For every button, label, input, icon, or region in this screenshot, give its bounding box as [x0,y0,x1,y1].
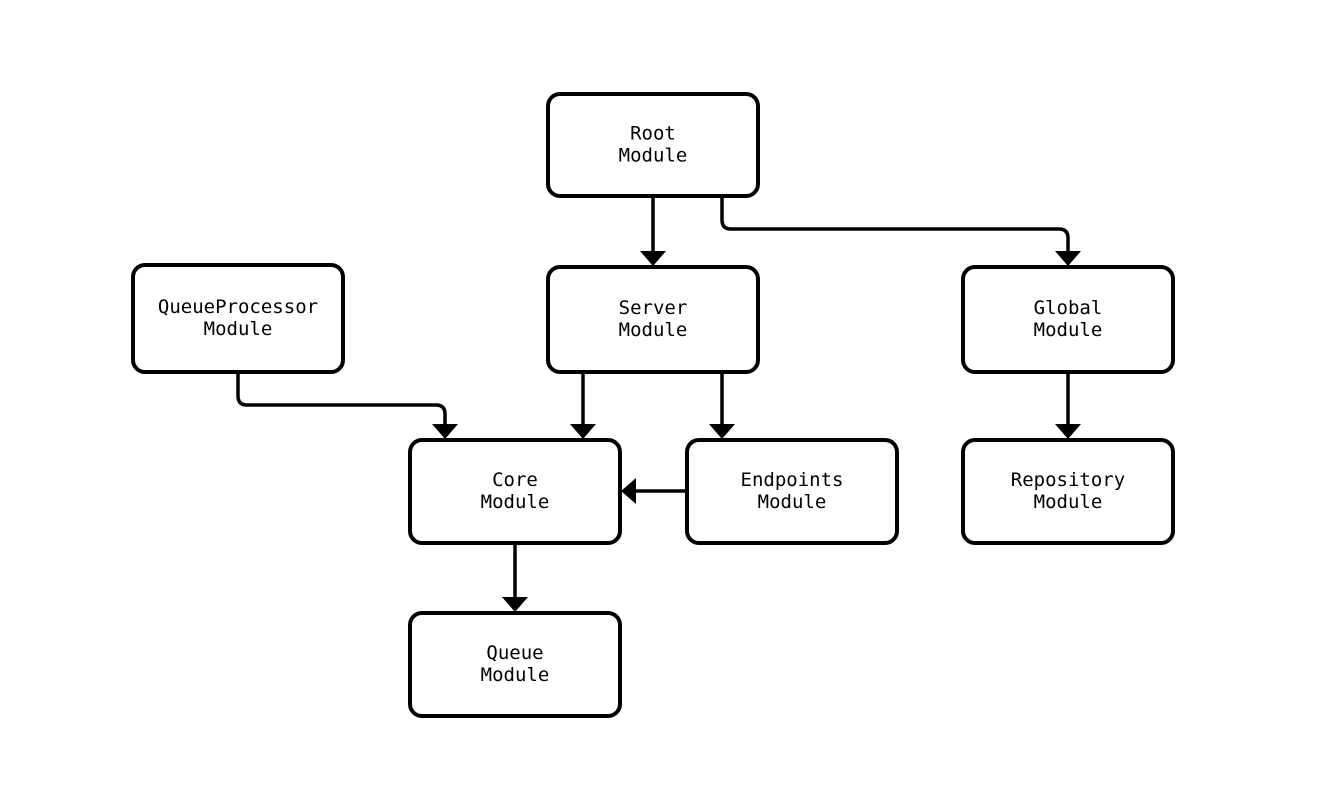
queue-module-node-sublabel: Module [481,664,550,686]
edge-global-to-repository [1055,372,1081,439]
core-module-node-label: Core [492,469,538,491]
queueprocessor-module-node-label: QueueProcessor [158,296,318,318]
server-module-node-box[interactable] [546,265,760,374]
core-module-node-box[interactable] [408,438,622,545]
edges-layer [236,196,1081,612]
queueprocessor-module-node-sublabel: Module [204,318,273,340]
server-module-node-sublabel: Module [619,319,688,341]
repository-module-node-label: Repository [1011,469,1125,491]
edge-core-to-queue-arrowhead-icon [502,597,528,612]
global-module-node-sublabel: Module [1034,319,1103,341]
queueprocessor-module-node-box[interactable] [131,263,345,374]
edge-server-to-core [570,372,596,439]
edge-global-to-repository-arrowhead-icon [1055,424,1081,439]
repository-module-node-sublabel: Module [1034,491,1103,513]
edge-queueprocessor-to-core-arrowhead-icon [432,424,458,439]
edge-queueprocessor-to-core-line [236,372,447,425]
edge-root-to-global-arrowhead-icon [1055,251,1081,266]
root-module-node-sublabel: Module [619,145,688,167]
edge-root-to-server-arrowhead-icon [640,251,666,266]
edge-root-to-global [720,196,1081,266]
edge-queueprocessor-to-core [236,372,458,439]
global-module-node-label: Global [1034,297,1103,319]
edge-endpoints-to-core [621,478,687,504]
edge-server-to-endpoints-arrowhead-icon [709,424,735,439]
edge-server-to-core-arrowhead-icon [570,424,596,439]
core-module-node-sublabel: Module [481,491,550,513]
repository-module-node-box[interactable] [961,438,1175,545]
edge-endpoints-to-core-arrowhead-icon [621,478,636,504]
edge-root-to-server [640,196,666,266]
queue-module-node-box[interactable] [408,611,622,718]
root-module-node-label: Root [630,123,676,145]
server-module-node-label: Server [619,297,688,319]
global-module-node-box[interactable] [961,265,1175,374]
endpoints-module-node-box[interactable] [685,438,899,545]
edge-root-to-global-line [720,196,1070,252]
edge-server-to-endpoints [709,372,735,439]
root-module-node-box[interactable] [546,92,760,198]
queue-module-node-label: Queue [486,642,543,664]
nodes-layer: RootModuleQueueProcessorModuleServerModu… [131,92,1175,718]
edge-core-to-queue [502,543,528,612]
endpoints-module-node-sublabel: Module [758,491,827,513]
endpoints-module-node-label: Endpoints [741,469,844,491]
